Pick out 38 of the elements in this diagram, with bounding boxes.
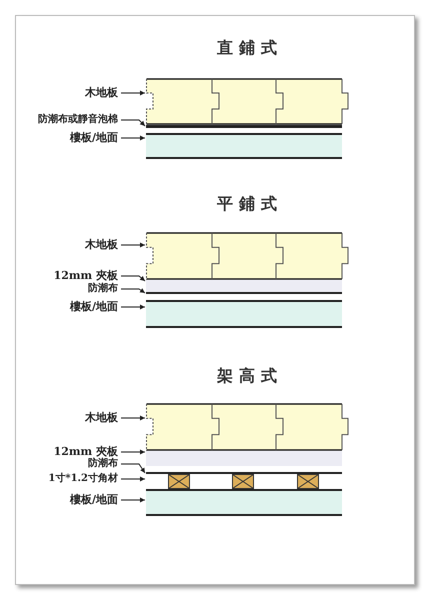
layer-label: 防潮布 bbox=[20, 457, 118, 471]
wood-floor-drawing bbox=[146, 232, 349, 280]
layer-label: 防潮布或靜音泡棉 bbox=[20, 113, 118, 127]
plywood-layer bbox=[146, 451, 342, 466]
wood-floor-drawing bbox=[146, 403, 349, 451]
layer-label: 樓板/地面 bbox=[20, 493, 118, 507]
layer-label: 木地板 bbox=[20, 86, 118, 100]
leader-arrow bbox=[120, 450, 146, 454]
floor-slab bbox=[146, 300, 342, 328]
layer-label: 木地板 bbox=[20, 411, 118, 425]
wood-floor-drawing bbox=[146, 78, 349, 125]
moisture-barrier-line bbox=[146, 125, 342, 128]
moisture-barrier-line bbox=[146, 292, 342, 294]
leader-arrow bbox=[120, 90, 146, 96]
leader-arrow bbox=[120, 498, 146, 502]
leader-arrow bbox=[120, 416, 146, 420]
section-heading: 直鋪式 bbox=[216, 38, 284, 59]
layer-label: 1寸*1.2寸角材 bbox=[20, 472, 118, 486]
leader-arrow bbox=[120, 276, 146, 282]
plywood-layer bbox=[146, 280, 342, 292]
leader-arrow bbox=[120, 476, 146, 482]
layer-label: 樓板/地面 bbox=[20, 131, 118, 145]
floor-slab bbox=[146, 133, 342, 159]
layer-label: 12mm 夾板 bbox=[20, 445, 118, 459]
layer-label: 木地板 bbox=[20, 238, 118, 252]
section-heading: 平鋪式 bbox=[216, 194, 284, 215]
moisture-barrier-line bbox=[146, 472, 342, 474]
floor-slab bbox=[146, 489, 342, 516]
layer-label: 樓板/地面 bbox=[20, 300, 118, 314]
section-heading: 架高式 bbox=[216, 366, 284, 387]
leader-arrow bbox=[120, 288, 146, 294]
layer-label: 12mm 夾板 bbox=[20, 269, 118, 283]
leader-arrow bbox=[120, 136, 146, 140]
leader-arrow bbox=[120, 120, 146, 126]
leader-arrow bbox=[120, 242, 146, 248]
layer-label: 防潮布 bbox=[20, 282, 118, 296]
leader-arrow bbox=[120, 464, 146, 474]
leader-arrow bbox=[120, 304, 146, 310]
